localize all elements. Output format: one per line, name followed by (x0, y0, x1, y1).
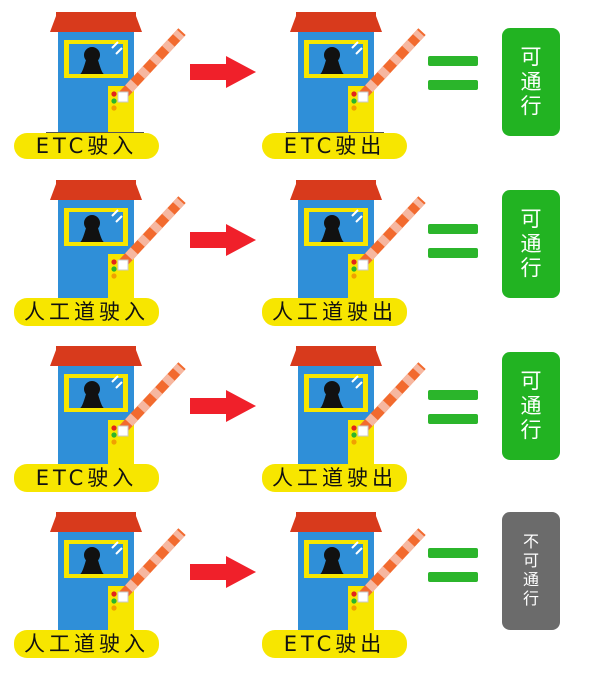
result-char: 通 (522, 570, 539, 589)
result-char: 通 (520, 231, 542, 256)
equals-icon (428, 548, 478, 588)
equals-icon (428, 390, 478, 430)
result-char: 行 (520, 418, 542, 443)
exit-toll-booth (282, 508, 442, 658)
booth-roof (290, 512, 382, 532)
exit-label: 人工道驶出 (262, 464, 407, 492)
equals-icon (428, 224, 478, 264)
result-char: 通 (520, 69, 542, 94)
result-box-passable: 可 通 行 (502, 190, 560, 298)
exit-label: 人工道驶出 (262, 298, 407, 326)
booth-roof (290, 12, 382, 32)
entry-label: ETC驶入 (14, 133, 159, 159)
result-char: 不 (522, 532, 539, 552)
entry-label: 人工道驶入 (14, 298, 159, 326)
exit-label: ETC驶出 (262, 630, 407, 658)
entry-label: 人工道驶入 (14, 630, 159, 658)
booth-roof (50, 346, 142, 366)
right-arrow-icon (190, 556, 256, 588)
result-char: 行 (522, 588, 539, 608)
result-char: 可 (522, 551, 539, 571)
result-box-passable: 可 通 行 (502, 28, 560, 136)
result-box-passable: 可 通 行 (502, 352, 560, 460)
booth-roof (50, 512, 142, 532)
entry-toll-booth (42, 342, 202, 492)
result-char: 可 (520, 44, 542, 69)
booth-roof (50, 180, 142, 200)
result-box-not-passable: 不 可 通 行 (502, 512, 560, 630)
result-char: 行 (520, 256, 542, 281)
result-char: 可 (520, 206, 542, 231)
booth-roof (290, 346, 382, 366)
right-arrow-icon (190, 56, 256, 88)
booth-roof (290, 180, 382, 200)
entry-label: ETC驶入 (14, 464, 159, 492)
result-char: 可 (520, 368, 542, 393)
right-arrow-icon (190, 390, 256, 422)
scenario-row-etc-to-etc: ETC驶入 ETC驶出 可 通 行 (0, 0, 600, 165)
entry-toll-booth (42, 508, 202, 658)
scenario-row-etc-to-manual: ETC驶入 人工道驶出 可 通 行 (0, 334, 600, 499)
booth-roof (50, 12, 142, 32)
result-char: 行 (520, 94, 542, 119)
exit-toll-booth (282, 342, 442, 492)
equals-icon (428, 56, 478, 96)
result-char: 通 (520, 393, 542, 418)
scenario-row-manual-to-etc: 人工道驶入 ETC驶出 不 可 通 行 (0, 500, 600, 665)
exit-toll-booth (282, 8, 442, 158)
right-arrow-icon (190, 224, 256, 256)
entry-toll-booth (42, 176, 202, 326)
exit-label: ETC驶出 (262, 133, 407, 159)
exit-toll-booth (282, 176, 442, 326)
scenario-row-manual-to-manual: 人工道驶入 人工道驶出 可 通 行 (0, 168, 600, 333)
